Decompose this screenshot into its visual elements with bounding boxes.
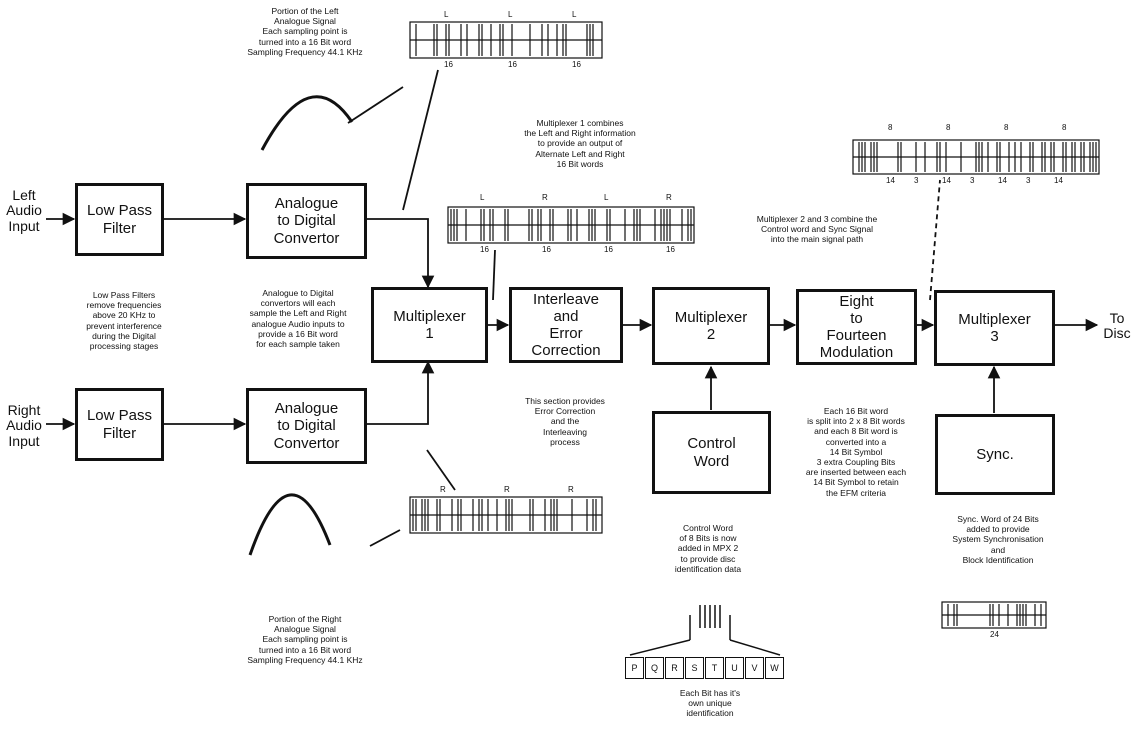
mux1-word-bottom-label: 16 bbox=[480, 245, 489, 254]
left-word-bottom-label: 16 bbox=[508, 60, 517, 69]
low-pass-filter-right: Low Pass Filter bbox=[75, 388, 164, 461]
efm-word-bottom-label: 14 bbox=[942, 176, 951, 185]
left-bit-strip bbox=[409, 21, 603, 59]
left-signal-note: Portion of the Left Analogue Signal Each… bbox=[247, 6, 363, 57]
efm-word-top-label: 8 bbox=[1062, 123, 1067, 132]
right-word-top-label: R bbox=[568, 485, 574, 494]
sync-note: Sync. Word of 24 Bits added to provide S… bbox=[952, 514, 1044, 565]
low-pass-filter-left: Low Pass Filter bbox=[75, 183, 164, 256]
eight-to-fourteen-modulation: Eight to Fourteen Modulation bbox=[796, 289, 917, 365]
control-word: Control Word bbox=[652, 411, 771, 494]
control-word-note: Control Word of 8 Bits is now added in M… bbox=[674, 523, 742, 574]
control-bit-w: W bbox=[765, 657, 784, 679]
efm-word-bottom-label: 3 bbox=[1026, 176, 1031, 185]
control-bit-t: T bbox=[705, 657, 724, 679]
sync: Sync. bbox=[935, 414, 1055, 495]
multiplexer-2: Multiplexer 2 bbox=[652, 287, 770, 365]
pq-identification-note: Each Bit has it's own unique identificat… bbox=[679, 688, 741, 719]
mux1-word-top-label: L bbox=[604, 193, 609, 202]
interleave-note: This section provides Error Correction a… bbox=[525, 396, 605, 447]
efm-word-bottom-label: 14 bbox=[1054, 176, 1063, 185]
left-word-top-label: L bbox=[444, 10, 449, 19]
left-word-top-label: L bbox=[508, 10, 513, 19]
efm-word-top-label: 8 bbox=[946, 123, 951, 132]
efm-note: Each 16 Bit word is split into 2 x 8 Bit… bbox=[805, 406, 907, 498]
mux1-bit-strip bbox=[447, 206, 695, 244]
sync-word-bottom-label: 24 bbox=[990, 630, 999, 639]
efm-word-bottom-label: 3 bbox=[914, 176, 919, 185]
interleave-error-correction: Interleave and Error Correction bbox=[509, 287, 623, 363]
mux1-word-top-label: R bbox=[666, 193, 672, 202]
mux1-word-top-label: L bbox=[480, 193, 485, 202]
right-audio-input-label: Right Audio Input bbox=[6, 402, 42, 449]
control-bit-p: P bbox=[625, 657, 644, 679]
adc-left: Analogue to Digital Convertor bbox=[246, 183, 367, 259]
right-bit-strip bbox=[409, 496, 603, 534]
mux1-word-bottom-label: 16 bbox=[542, 245, 551, 254]
multiplexer-1-note: Multiplexer 1 combines the Left and Righ… bbox=[524, 118, 636, 169]
right-word-top-label: R bbox=[440, 485, 446, 494]
multiplexer-2-3-note: Multiplexer 2 and 3 combine the Control … bbox=[756, 214, 878, 245]
control-bit-u: U bbox=[725, 657, 744, 679]
efm-word-bottom-label: 14 bbox=[886, 176, 895, 185]
control-bit-r: R bbox=[665, 657, 684, 679]
right-signal-note: Portion of the Right Analogue Signal Eac… bbox=[247, 614, 363, 665]
left-word-bottom-label: 16 bbox=[572, 60, 581, 69]
control-bit-s: S bbox=[685, 657, 704, 679]
control-bit-v: V bbox=[745, 657, 764, 679]
left-word-bottom-label: 16 bbox=[444, 60, 453, 69]
efm-word-top-label: 8 bbox=[888, 123, 893, 132]
low-pass-filter-note: Low Pass Filters remove frequencies abov… bbox=[86, 290, 162, 351]
control-bit-q: Q bbox=[645, 657, 664, 679]
mux1-word-bottom-label: 16 bbox=[666, 245, 675, 254]
mux1-word-bottom-label: 16 bbox=[604, 245, 613, 254]
adc-right: Analogue to Digital Convertor bbox=[246, 388, 367, 464]
mux1-word-top-label: R bbox=[542, 193, 548, 202]
adc-note: Analogue to Digital convertors will each… bbox=[249, 288, 347, 349]
multiplexer-1: Multiplexer 1 bbox=[371, 287, 488, 363]
efm-word-bottom-label: 3 bbox=[970, 176, 975, 185]
left-word-top-label: L bbox=[572, 10, 577, 19]
to-disc-label: To Disc bbox=[1103, 310, 1131, 342]
left-audio-input-label: Left Audio Input bbox=[6, 187, 42, 234]
efm-word-top-label: 8 bbox=[1004, 123, 1009, 132]
efm-word-bottom-label: 14 bbox=[998, 176, 1007, 185]
sync-bit-strip bbox=[941, 601, 1047, 629]
right-word-top-label: R bbox=[504, 485, 510, 494]
multiplexer-3: Multiplexer 3 bbox=[934, 290, 1055, 366]
efm-bit-strip bbox=[852, 139, 1100, 175]
